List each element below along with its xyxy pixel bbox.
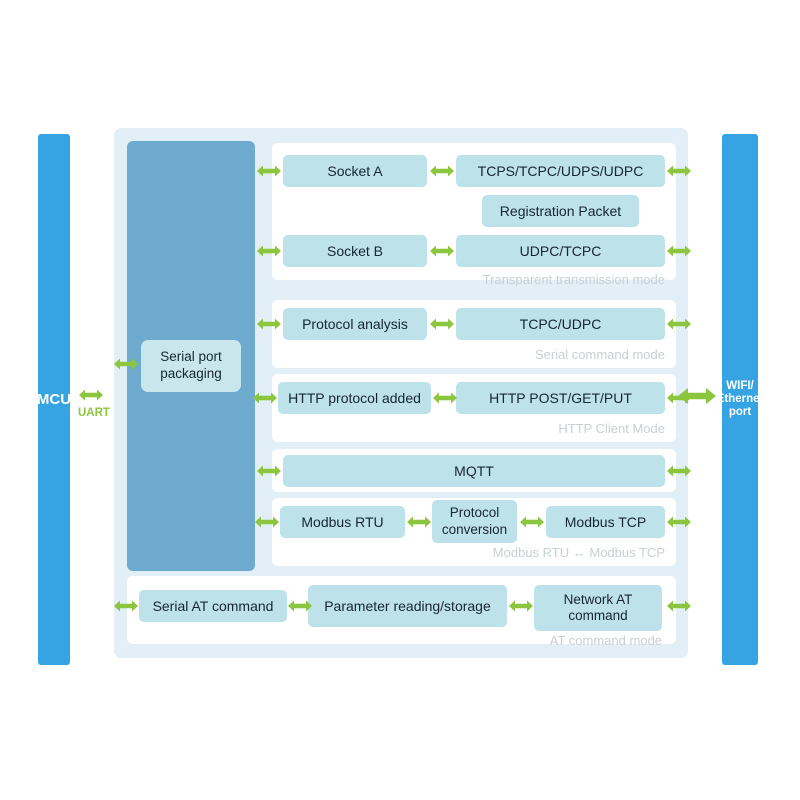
socket-a-label: Socket A [327,162,383,179]
box-socket-a-protocols[interactable]: TCPS/TCPC/UDPS/UDPC [456,155,665,187]
box-http-methods[interactable]: HTTP POST/GET/PUT [456,382,665,414]
box-serial-at-command[interactable]: Serial AT command [139,590,287,622]
box-serial-command-protocols[interactable]: TCPC/UDPC [456,308,665,340]
box-protocol-analysis[interactable]: Protocol analysis [283,308,427,340]
caption-http-client-mode: HTTP Client Mode [558,421,665,436]
protocol-conversion-label: Protocol conversion [441,505,508,537]
arrow-modbus-out-icon [666,514,692,530]
box-socket-b-protocols[interactable]: UDPC/TCPC [456,235,665,267]
wifi-ethernet-port-label: WIFI/ Ethernet port [716,379,764,419]
arrow-mqtt-out-icon [666,463,692,479]
socket-b-protocols-label: UDPC/TCPC [519,242,602,259]
arrow-protocol-analysis-in-icon [256,316,282,332]
arrow-socket-b-out-icon [666,243,692,259]
network-at-command-label: Network AT command [563,591,633,623]
arrow-http-in-icon [252,390,278,406]
http-methods-label: HTTP POST/GET/PUT [489,389,632,406]
parameter-reading-storage-label: Parameter reading/storage [324,597,491,614]
caption-transparent-transmission-mode: Transparent transmission mode [482,272,665,287]
arrow-http-mid-icon [432,390,458,406]
arrow-socket-a-mid-icon [429,163,455,179]
arrow-socket-a-out-icon [666,163,692,179]
mqtt-label: MQTT [454,462,494,479]
wifi-ethernet-port-bar: WIFI/ Ethernet port [717,134,763,665]
arrow-protocol-analysis-mid-icon [429,316,455,332]
arrow-mqtt-in-icon [256,463,282,479]
arrow-at-mid2-icon [508,598,534,614]
box-registration-packet[interactable]: Registration Packet [482,195,639,227]
protocol-analysis-label: Protocol analysis [302,315,408,332]
socket-a-protocols-label: TCPS/TCPC/UDPS/UDPC [477,162,644,179]
serial-port-packaging-label: Serial port packaging [160,349,222,381]
modbus-rtu-label: Modbus RTU [301,513,384,530]
arrow-at-out-icon [666,598,692,614]
box-socket-a[interactable]: Socket A [283,155,427,187]
box-parameter-reading-storage[interactable]: Parameter reading/storage [308,585,507,627]
arrow-socket-a-in-icon [256,163,282,179]
box-socket-b[interactable]: Socket B [283,235,427,267]
mcu-label: MCU [36,390,72,408]
box-protocol-conversion[interactable]: Protocol conversion [432,500,517,543]
registration-packet-label: Registration Packet [499,202,622,219]
serial-port-packaging-box: Serial port packaging [141,340,241,392]
box-modbus-rtu[interactable]: Modbus RTU [280,506,405,538]
box-network-at-command[interactable]: Network AT command [534,585,662,631]
arrow-modbus-in-icon [254,514,280,530]
arrow-protocol-analysis-out-icon [666,316,692,332]
box-mqtt[interactable]: MQTT [283,455,665,487]
arrow-modbus-mid-icon [406,514,432,530]
modbus-tcp-label: Modbus TCP [564,513,647,530]
serial-command-protocols-label: TCPC/UDPC [519,315,602,332]
mcu-bar: MCU [36,134,72,665]
uart-bus-label: UART [78,407,110,419]
caption-modbus-mode: Modbus RTU ↔ Modbus TCP [492,545,665,560]
serial-port-input-arrow-icon [113,356,139,372]
caption-at-command-mode: AT command mode [549,633,662,648]
arrow-modbus-mid2-icon [519,514,545,530]
box-http-protocol-added[interactable]: HTTP protocol added [278,382,431,414]
box-modbus-tcp[interactable]: Modbus TCP [546,506,665,538]
arrow-socket-b-mid-icon [429,243,455,259]
http-protocol-added-label: HTTP protocol added [288,389,421,406]
caption-serial-command-mode: Serial command mode [534,347,665,362]
arrow-at-in-icon [113,598,139,614]
arrow-socket-b-in-icon [256,243,282,259]
socket-b-label: Socket B [326,242,384,259]
serial-at-command-label: Serial AT command [152,597,274,614]
wifi-ethernet-double-arrow-icon [677,385,717,407]
arrow-at-mid-icon [287,598,313,614]
uart-double-arrow-icon [78,387,104,403]
